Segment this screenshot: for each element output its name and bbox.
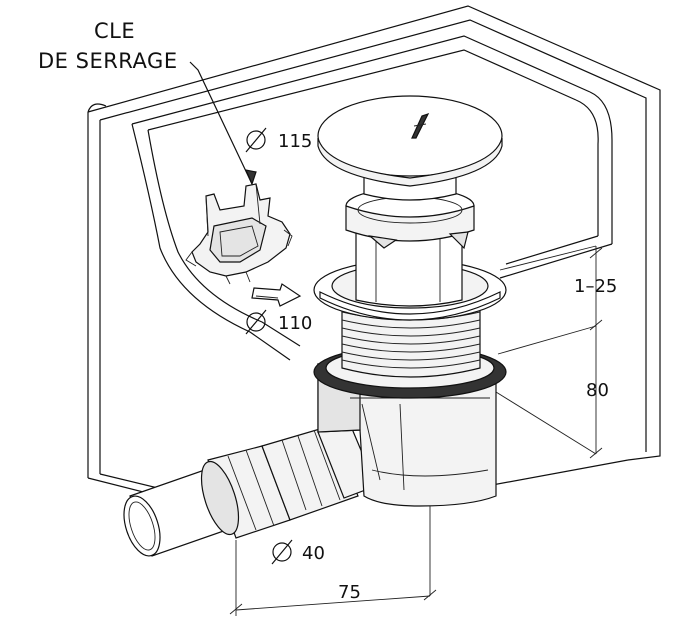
label-key-line2: DE SERRAGE [38,49,178,73]
label-key-line1: CLE [94,19,135,43]
diameter-symbol-icon [245,309,267,335]
label-diameter-pipe: 40 [302,543,325,564]
key-leader-arrowhead [244,169,257,186]
direction-arrow-icon [251,283,302,307]
label-width-outlet: 75 [338,582,361,603]
label-diameter-cover: 115 [278,131,312,152]
wrench-icon [185,183,293,285]
diameter-symbol-icon [271,539,293,565]
diameter-symbol-icon [245,127,267,153]
outlet-pipe [123,423,377,557]
key-leader [189,61,253,185]
label-height-adjust: 1–25 [574,276,617,297]
cover-cap [317,95,503,201]
label-diameter-flange: 110 [278,313,312,334]
dimension-lines [229,245,603,616]
label-height-total: 80 [586,380,609,401]
